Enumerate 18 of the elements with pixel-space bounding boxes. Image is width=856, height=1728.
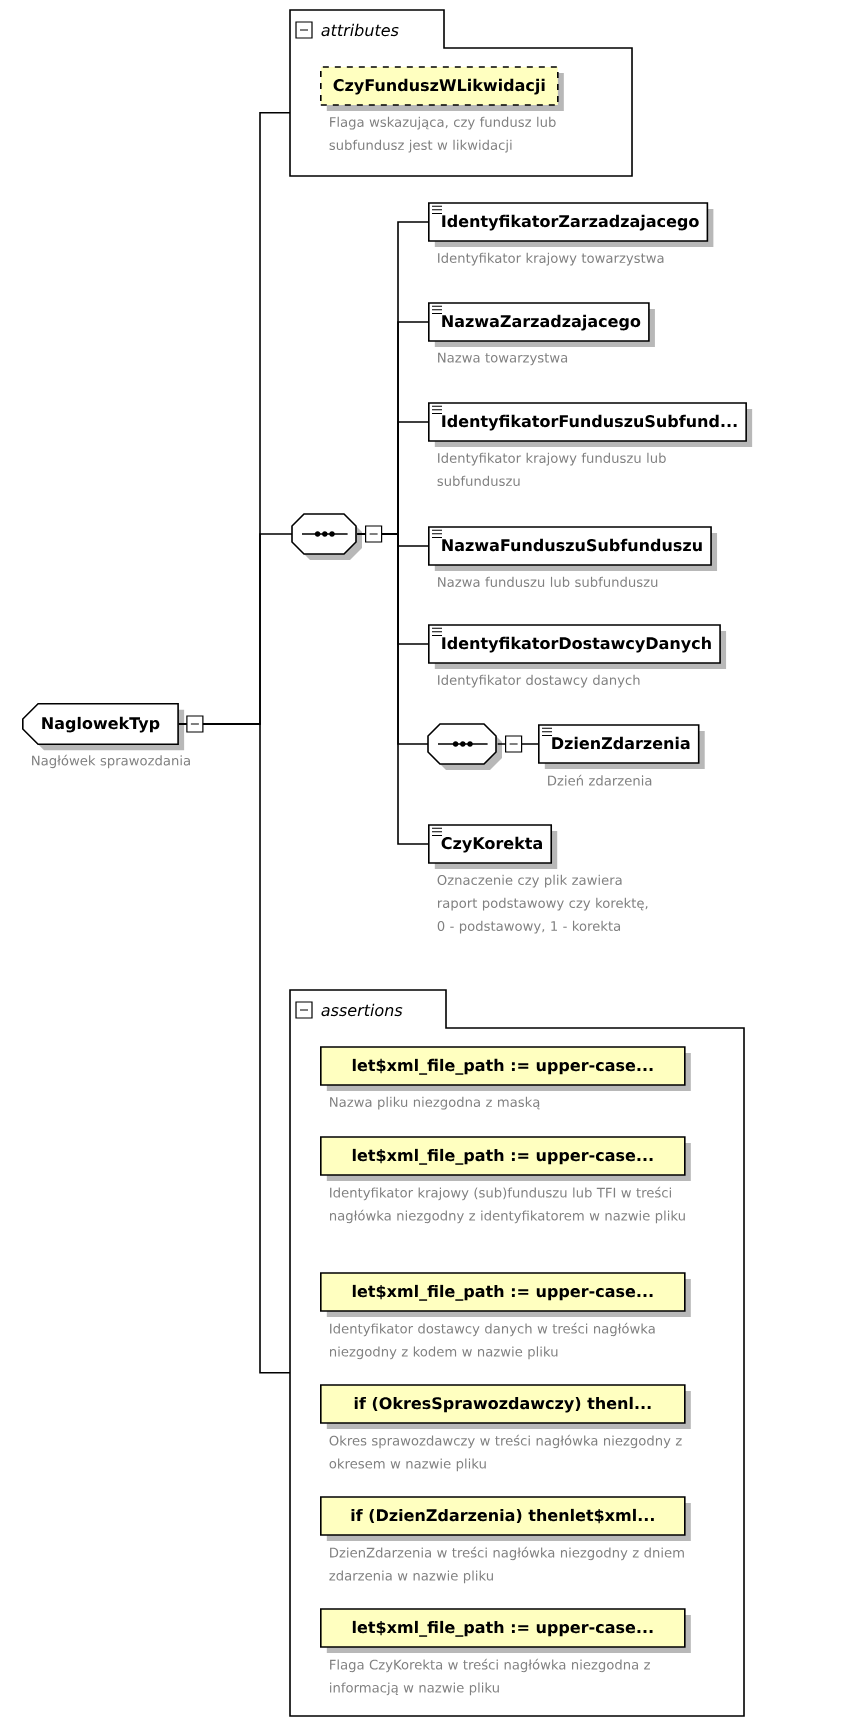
type-box: NaglowekTyp: [22, 702, 185, 751]
connector-line: [178, 723, 291, 1374]
assertion-box: let$xml_file_path := upper-case...: [320, 1136, 691, 1181]
sequence-octagon: [427, 723, 502, 770]
element-box: IdentyfikatorFunduszuSubfund...: [428, 402, 753, 447]
connector-line: [496, 743, 539, 745]
sequence-octagon: [291, 513, 362, 560]
assertion-box: let$xml_file_path := upper-case...: [320, 1608, 691, 1653]
assertion-box: let$xml_file_path := upper-case...: [320, 1272, 691, 1317]
assertion-box: if (OkresSprawozdawczy) thenl...: [320, 1384, 691, 1429]
element-box: IdentyfikatorDostawcyDanych: [428, 624, 727, 669]
connector-line: [356, 533, 429, 845]
element-box: NazwaFunduszuSubfunduszu: [428, 526, 718, 571]
assertion-box: if (DzienZdarzenia) thenlet$xml...: [320, 1496, 691, 1541]
group-heading: assertions: [321, 1003, 403, 1017]
element-box: IdentyfikatorZarzadzajacego: [428, 202, 714, 247]
assertion-box: let$xml_file_path := upper-case...: [320, 1046, 691, 1091]
group-heading: attributes: [321, 23, 399, 37]
